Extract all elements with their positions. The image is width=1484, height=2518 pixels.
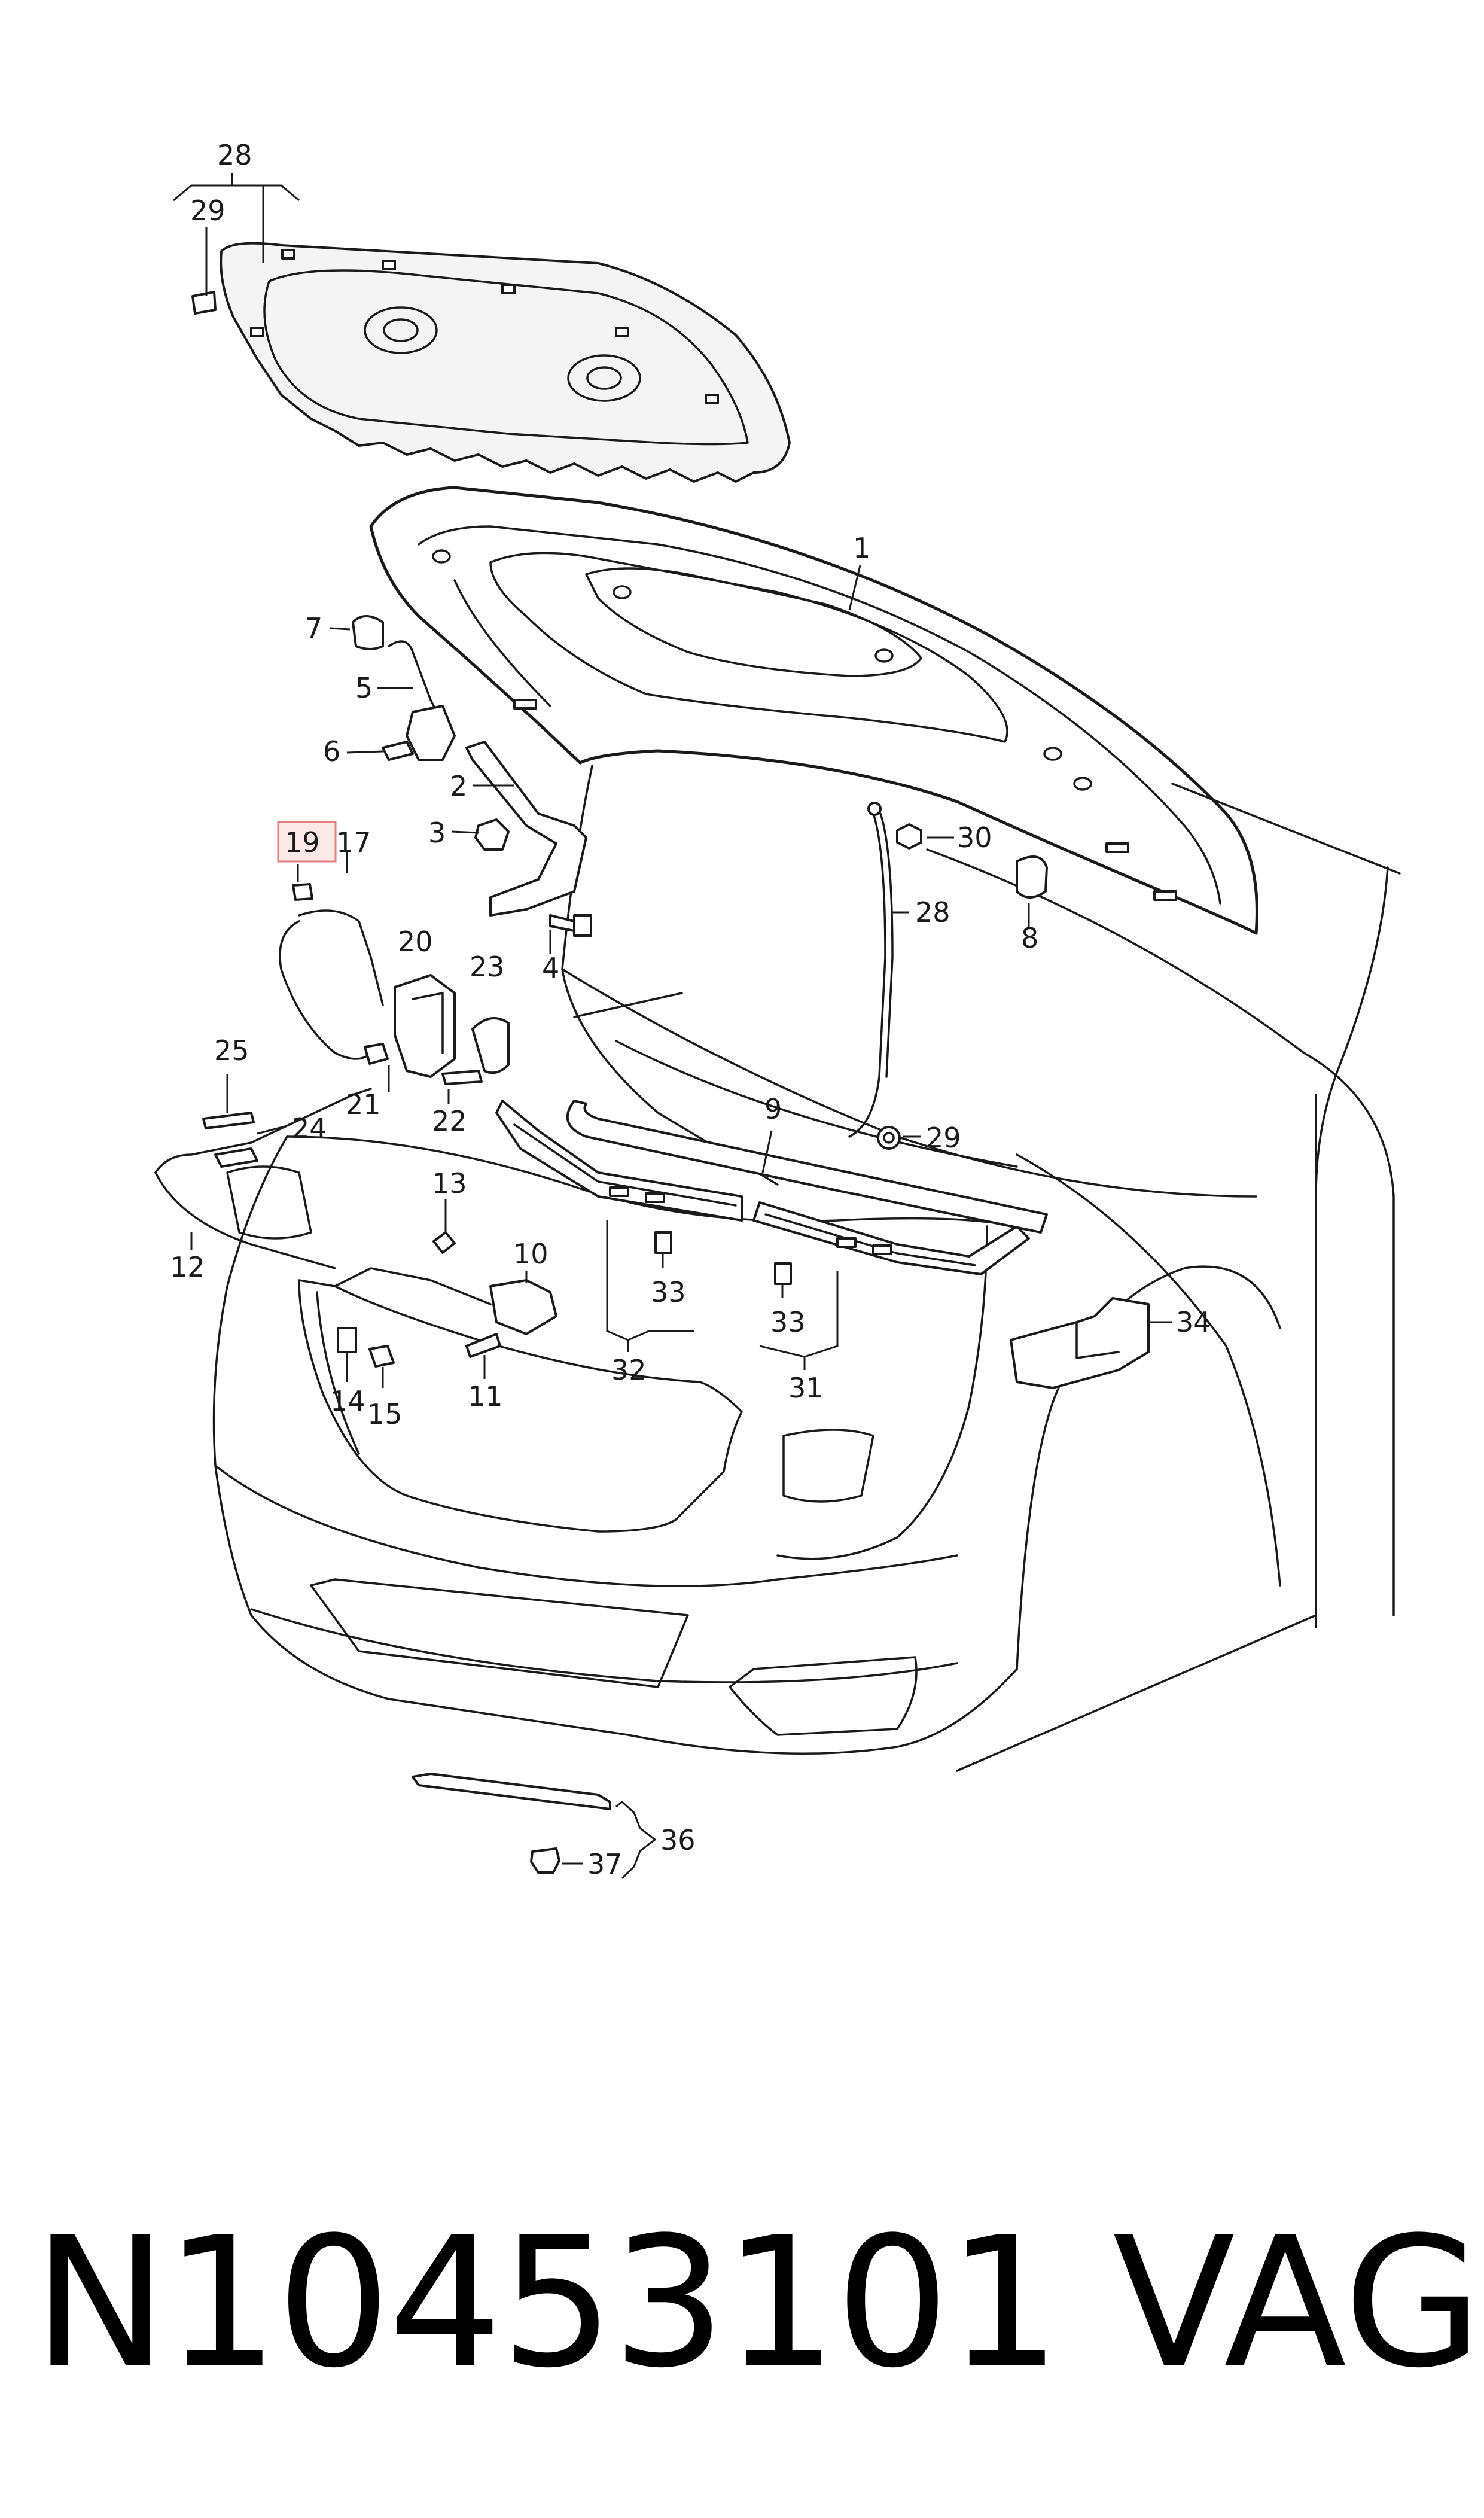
callout-label: 31 [788,1372,824,1404]
callout-label: 12 [170,1251,205,1283]
callout-label: 33 [651,1276,686,1308]
handle-23 [471,1017,510,1074]
callout-label: 22 [432,1105,467,1137]
brand-caption: VAG [1113,2199,1483,2407]
trim-strip-36 [412,1773,611,1810]
part-25 [202,1112,255,1129]
clip-33-right [774,1262,792,1285]
callout-label: 6 [323,735,340,768]
grommet-29 [877,1126,901,1150]
buffer-7 [352,615,384,650]
callout-label: 37 [587,1848,623,1880]
nut-3 [474,818,510,851]
callout-label: 28 [915,896,950,928]
callout-label: 7 [305,612,322,644]
sensor-14 [337,1327,357,1353]
callout-label: 10 [513,1238,548,1270]
bolt-11 [465,1333,501,1358]
callout-label: 1 [853,532,870,564]
callout-label: 30 [957,821,992,854]
clip-33-left [654,1231,672,1254]
hood-support-rod [848,802,894,1138]
callout-label: 33 [770,1306,806,1338]
windshield-seal-9 [566,1100,1048,1234]
callout-label: 11 [468,1380,503,1412]
release-cable-17 [279,909,384,1060]
clip-15 [368,1345,395,1368]
grommet-19 [292,883,313,901]
buffer-8 [1016,855,1048,899]
clip-13 [432,1231,456,1254]
callout-label: 20 [398,925,433,958]
callout-labels: 28 29 1 7 5 6 2 3 4 30 28 8 29 9 19 17 2… [170,139,1211,1880]
leader-lines [173,173,1172,1880]
clip-27 [191,291,217,315]
callout-label: 28 [217,139,252,171]
highlight-box-19 [277,821,337,863]
holder-30 [896,823,922,850]
callout-label: 14 [330,1385,365,1417]
lock-bracket-5 [406,705,456,761]
clip-37 [530,1847,560,1874]
cable-12 [154,1088,372,1174]
part-24 [214,1147,258,1168]
callout-label: 4 [542,952,559,984]
lock-10 [489,1279,557,1335]
lock-cable [334,1267,492,1305]
callout-label: 21 [346,1088,381,1121]
callout-label: 15 [367,1398,403,1430]
bolt-22 [441,1070,483,1085]
callout-label: 34 [1176,1306,1211,1338]
callout-label: 36 [660,1824,696,1856]
bracket-34 [1010,1297,1150,1389]
callout-label: 23 [470,951,505,983]
callout-label: 17 [336,826,371,858]
callout-label: 29 [190,194,226,227]
callout-label: 25 [214,1034,249,1067]
bolt-6 [382,741,414,761]
nut-21 [364,1043,389,1065]
cowl-panel-left [495,1100,743,1222]
callout-label: 3 [428,817,446,849]
callout-label: 13 [432,1167,467,1199]
engine-hood [369,486,1258,935]
callout-label: 29 [926,1122,961,1154]
callout-label: 24 [292,1112,327,1144]
hood-insulation-pad [220,242,791,483]
bolt-4-head [573,914,592,937]
callout-label: 9 [764,1093,782,1125]
callout-label: 32 [611,1354,647,1386]
release-lever-20 [394,974,456,1078]
callout-label: 8 [1021,922,1038,954]
callout-label: 5 [355,672,373,704]
callout-label-highlighted: 19 [285,826,320,858]
callout-label: 2 [450,770,467,802]
part-number-caption: N10453101 [33,2199,1061,2407]
